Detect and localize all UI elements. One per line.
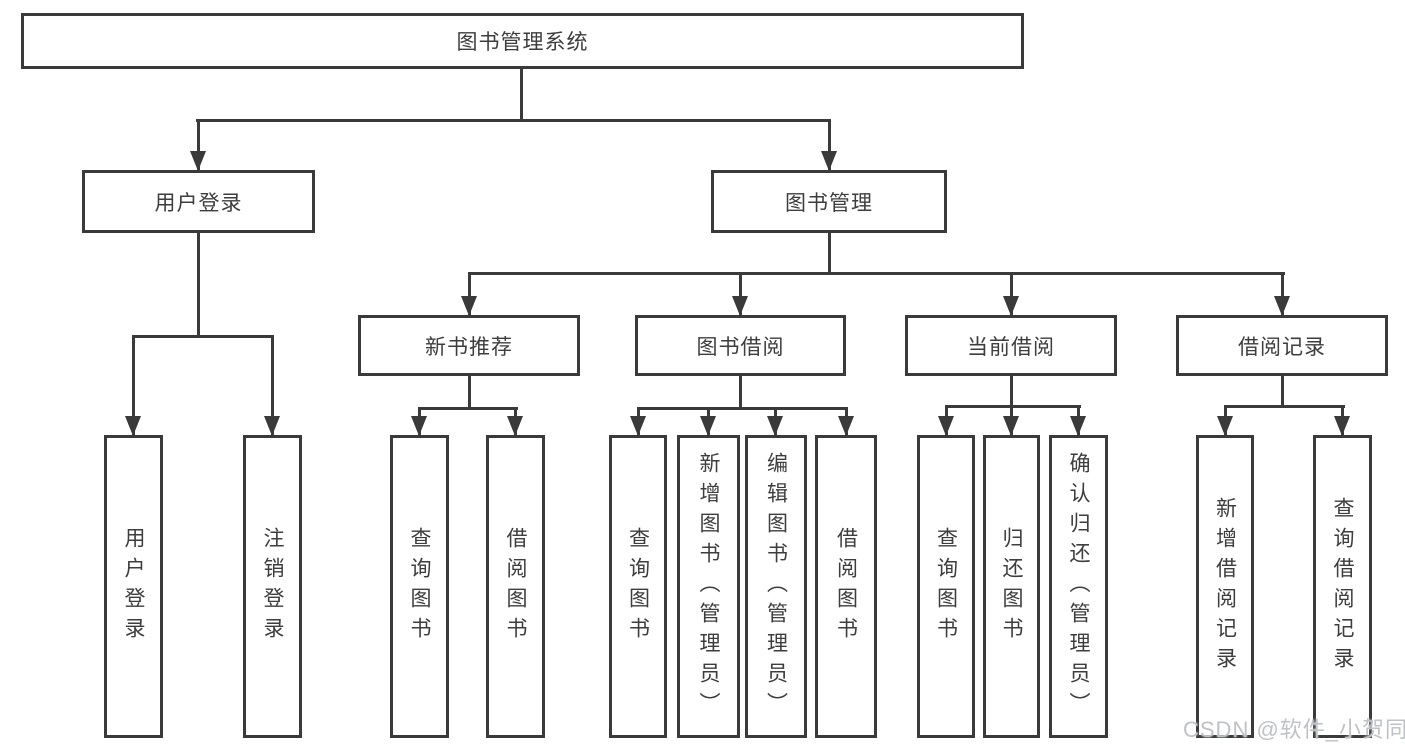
leaf-user-login: 用户登录 [104,435,163,738]
connector-book-mgmt-rail [468,272,1285,275]
leaf-query-books: 查询图书 [390,435,449,738]
node-current-borrowing: 当前借阅 [905,315,1117,376]
arrow-down-icon [700,416,716,436]
arrow-down-icon [507,416,523,436]
connector-root-stem [520,69,523,120]
node-label: 查询借阅记录 [1331,496,1354,677]
arrow-down-icon [190,151,206,171]
leaf-query-books: 查询图书 [917,435,975,738]
connector-current-borrow-stem [1010,376,1013,406]
connector-drop-new-book [468,272,471,315]
node-label: 图书管理 [785,191,873,215]
arrow-down-icon [630,416,646,436]
connector-borrow-record-rail [1224,405,1345,408]
connector-book-mgmt-stem [828,233,831,273]
node-label: 确认归还（管理员） [1067,451,1090,722]
node-borrowing-records: 借阅记录 [1176,315,1388,376]
node-new-book-recommend: 新书推荐 [358,315,580,376]
connector-root-rail [196,119,831,122]
connector-drop-current-borrow [1010,272,1013,315]
arrow-down-icon [461,296,477,316]
leaf-query-books: 查询图书 [609,435,667,738]
connector-book-borrow-rail [637,407,848,410]
node-label: 借阅图书 [834,526,858,647]
leaf-add-borrow-record: 新增借阅记录 [1196,435,1254,738]
arrow-down-icon [821,151,837,171]
connector-drop-borrow-record [1281,272,1284,315]
connector-borrow-record-stem [1281,376,1284,406]
arrow-down-icon [732,296,748,316]
leaf-confirm-return-admin: 确认归还（管理员） [1049,435,1108,738]
node-label: 注销登录 [261,526,284,647]
node-label: 查询图书 [408,526,431,647]
node-book-management: 图书管理 [711,170,947,233]
node-label: 查询图书 [626,526,650,647]
arrow-down-icon [1070,416,1086,436]
node-label: 借阅记录 [1238,335,1326,359]
connector-current-borrow-rail [945,405,1081,408]
connector-drop-book-borrow [739,272,742,315]
connector-drop-user-login [197,119,200,170]
leaf-logout: 注销登录 [243,435,302,738]
node-label: 新增借阅记录 [1213,496,1237,677]
node-library-management-system: 图书管理系统 [21,13,1024,69]
arrow-down-icon [938,416,954,436]
node-label: 当前借阅 [967,335,1055,359]
connector-user-login-rail [132,335,274,338]
leaf-add-book-admin: 新增图书（管理员） [677,435,740,738]
node-label: 新增图书（管理员） [697,451,720,722]
node-label: 用户登录 [122,526,145,647]
leaf-borrow-books: 借阅图书 [815,435,877,738]
connector-book-borrow-stem [739,376,742,408]
connector-user-login-stem [197,233,200,336]
arrow-down-icon [838,416,854,436]
arrow-down-icon [1003,416,1019,436]
node-label: 借阅图书 [504,526,527,647]
node-label: 图书管理系统 [456,31,589,54]
node-user-login: 用户登录 [82,170,315,233]
csdn-watermark: CSDN @软件_小贺同学 [1183,717,1405,742]
arrow-down-icon [767,416,783,436]
leaf-borrow-books: 借阅图书 [486,435,545,738]
node-label: 查询图书 [934,526,958,647]
arrow-down-icon [1334,416,1350,436]
node-label: 新书推荐 [425,335,513,359]
connector-drop-leaf [271,335,274,435]
node-label: 用户登录 [154,191,243,215]
node-book-borrowing: 图书借阅 [635,315,846,376]
leaf-query-borrow-record: 查询借阅记录 [1313,435,1372,738]
arrow-down-icon [1003,296,1019,316]
node-label: 图书借阅 [696,335,785,359]
leaf-edit-book-admin: 编辑图书（管理员） [745,435,807,738]
leaf-return-books: 归还图书 [983,435,1040,738]
arrow-down-icon [264,416,280,436]
node-label: 归还图书 [1000,526,1023,647]
connector-drop-leaf [132,335,135,435]
arrow-down-icon [1274,296,1290,316]
connector-drop-book-mgmt [828,119,831,170]
arrow-down-icon [1217,416,1233,436]
node-label: 编辑图书（管理员） [764,451,788,722]
connector-new-book-stem [468,376,471,408]
arrow-down-icon [411,416,427,436]
connector-new-book-rail [418,407,518,410]
arrow-down-icon [125,416,141,436]
